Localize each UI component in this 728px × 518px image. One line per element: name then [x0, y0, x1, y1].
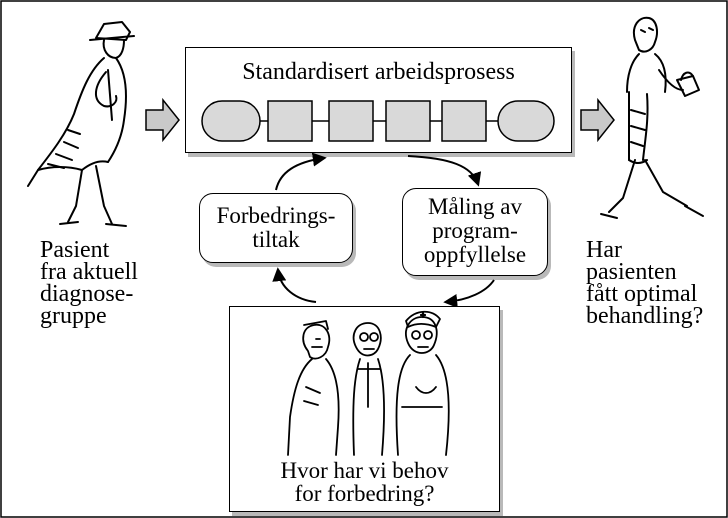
staff-question-line-1: Hvor har vi behov: [280, 458, 449, 483]
process-start-step: [201, 100, 261, 142]
patient-sick-illustration: [27, 21, 135, 227]
staff-member-left: [302, 323, 331, 360]
measurement-line-1: Måling av: [428, 194, 522, 219]
patient-healthy-illustration: [600, 16, 704, 219]
measurement-box: Måling av program- oppfyllelse: [402, 188, 548, 276]
measurement-line-2: program-: [432, 218, 518, 243]
right-caption: Har pasienten fått optimal behandling?: [586, 237, 704, 329]
process-step: [328, 100, 374, 142]
right-flow-arrow: [580, 98, 615, 142]
staff-box: Hvor har vi behov for forbedring?: [229, 306, 500, 512]
staff-question-line-2: for forbedring?: [294, 481, 435, 506]
improvement-measures-box: Forbedrings- tiltak: [199, 193, 353, 263]
left-flow-arrow: [145, 98, 180, 142]
arrow-process-to-measurement: [407, 155, 482, 187]
healthcare-staff-illustration: [287, 310, 450, 456]
staff-member-middle: [352, 322, 382, 357]
right-caption-line-4: behandling?: [586, 303, 704, 329]
process-step: [267, 100, 313, 142]
arrow-measurement-to-staff: [443, 279, 495, 308]
standard-process-box: Standardisert arbeidsprosess: [185, 47, 572, 153]
process-steps: [201, 100, 555, 142]
improvement-measures-line-2: tiltak: [252, 227, 300, 252]
right-caption-line-1: Har: [586, 237, 622, 263]
staff-member-right-nurse: [405, 316, 438, 354]
arrow-improvement-to-process: [275, 152, 327, 191]
right-caption-line-2: pasienten: [586, 259, 677, 285]
standard-process-title: Standardisert arbeidsprosess: [242, 59, 515, 85]
process-step: [441, 100, 487, 142]
left-caption-line-1: Pasient: [40, 237, 110, 263]
arrow-staff-to-improvement: [272, 267, 317, 303]
right-caption-line-3: fått optimal: [586, 281, 698, 307]
process-step: [385, 100, 431, 142]
measurement-line-3: oppfyllelse: [423, 242, 527, 267]
left-caption-line-2: fra aktuell: [40, 259, 138, 285]
left-caption-line-4: gruppe: [40, 303, 107, 329]
improvement-measures-line-1: Forbedrings-: [216, 203, 336, 228]
process-end-step: [497, 100, 555, 142]
left-caption-line-3: diagnose-: [40, 281, 134, 307]
left-caption: Pasient fra aktuell diagnose- gruppe: [40, 237, 138, 329]
